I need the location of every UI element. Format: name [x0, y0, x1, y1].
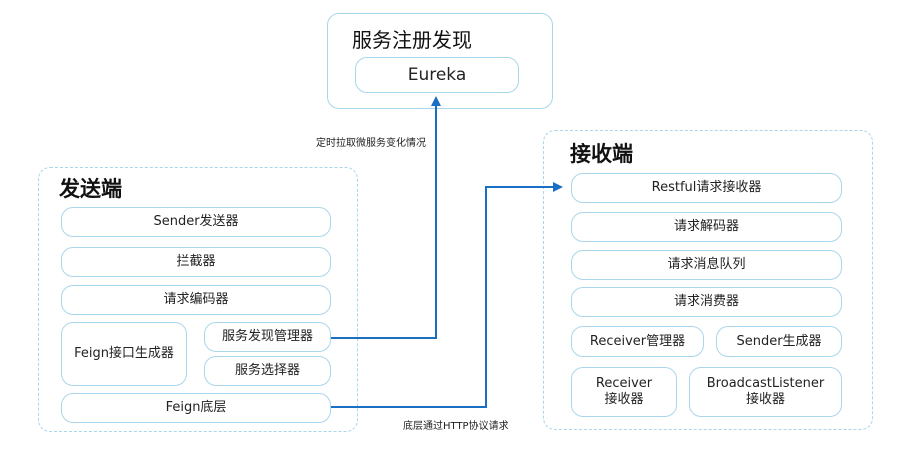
request-queue-node[interactable]: 请求消息队列	[571, 250, 842, 280]
service-registry-group	[327, 13, 553, 109]
sender-group	[38, 167, 358, 432]
service-discovery-manager-node[interactable]: 服务发现管理器	[204, 322, 331, 352]
http-request-edge	[331, 182, 563, 408]
receiver-group	[543, 130, 873, 430]
sender-title: 发送端	[59, 177, 122, 201]
sender-generator-node[interactable]: Sender生成器	[716, 326, 842, 357]
pull-changes-label: 定时拉取微服务变化情况	[316, 138, 426, 149]
registry-title: 服务注册发现	[352, 28, 472, 52]
receiver-receiver-line1: Receiver	[595, 376, 653, 391]
request-consumer-node[interactable]: 请求消费器	[571, 287, 842, 317]
broadcast-listener-node[interactable]: BroadcastListener 接收器	[689, 367, 842, 417]
http-request-label: 底层通过HTTP协议请求	[403, 421, 509, 432]
eureka-node[interactable]: Eureka	[355, 57, 519, 93]
feign-base-node[interactable]: Feign底层	[61, 393, 331, 423]
request-decoder-node[interactable]: 请求解码器	[571, 212, 842, 242]
receiver-manager-node[interactable]: Receiver管理器	[571, 326, 704, 357]
feign-interface-generator-node[interactable]: Feign接口生成器	[61, 322, 187, 386]
restful-receiver-node[interactable]: Restful请求接收器	[571, 173, 842, 203]
request-encoder-node[interactable]: 请求编码器	[61, 285, 331, 315]
broadcast-listener-line2: 接收器	[745, 392, 785, 407]
interceptor-node[interactable]: 拦截器	[61, 247, 331, 277]
pull-changes-edge	[331, 96, 441, 339]
sender-emitter-node[interactable]: Sender发送器	[61, 207, 331, 237]
receiver-receiver-line2: 接收器	[604, 392, 644, 407]
receiver-title: 接收端	[570, 142, 633, 166]
service-selector-node[interactable]: 服务选择器	[204, 356, 331, 386]
broadcast-listener-line1: BroadcastListener	[706, 376, 825, 391]
receiver-receiver-node[interactable]: Receiver 接收器	[571, 367, 677, 417]
